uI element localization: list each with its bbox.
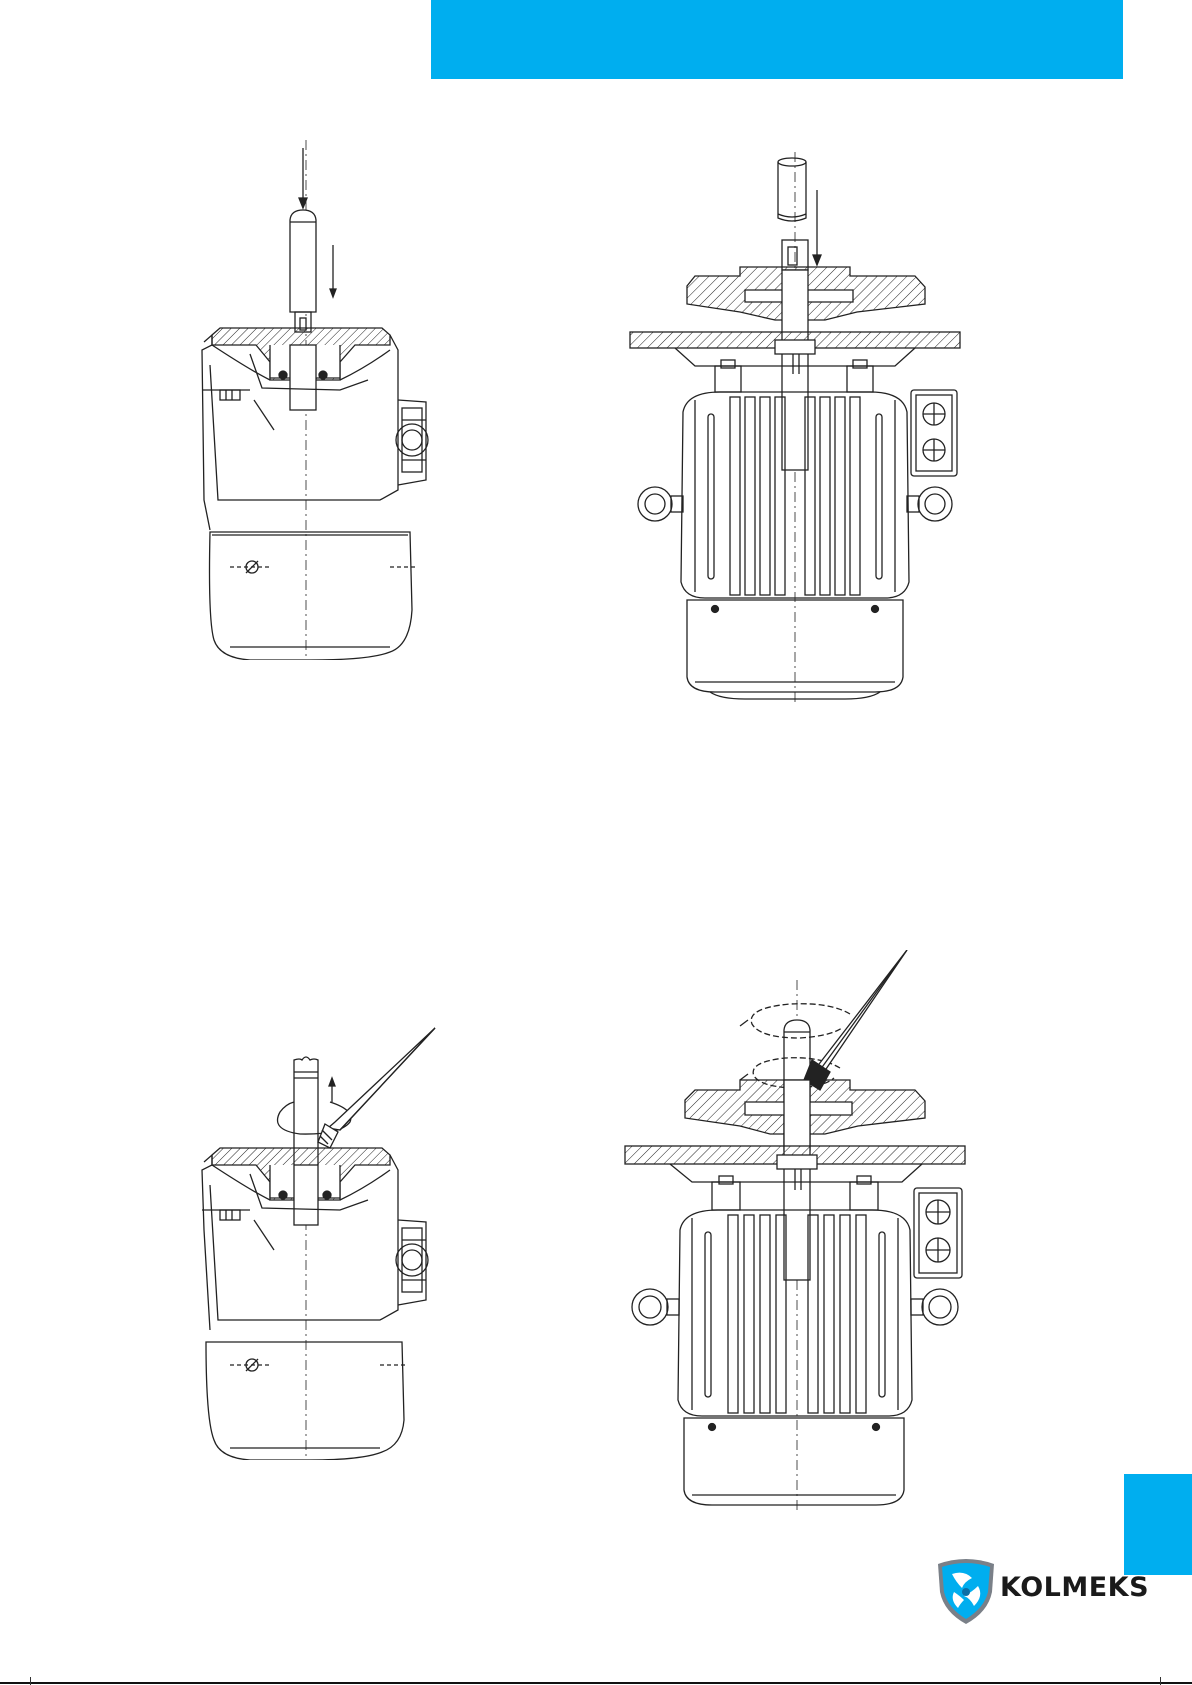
footer-rule <box>0 1682 1192 1684</box>
figure-flanged-motor-front-press <box>625 152 965 702</box>
brand-logo: KOLMEKS <box>934 1556 1124 1626</box>
figure-flanged-motor-front-brush <box>620 950 970 1510</box>
header-accent-bar <box>431 0 1123 79</box>
kolmeks-shield-icon <box>934 1556 998 1626</box>
figure-motor-side-section-press <box>190 140 450 660</box>
side-tab <box>1124 1474 1192 1575</box>
figure-motor-side-section-brush <box>190 1020 450 1460</box>
logo-wordmark: KOLMEKS <box>1000 1573 1149 1603</box>
crop-mark-left <box>30 1677 31 1685</box>
crop-mark-right <box>1160 1677 1161 1685</box>
